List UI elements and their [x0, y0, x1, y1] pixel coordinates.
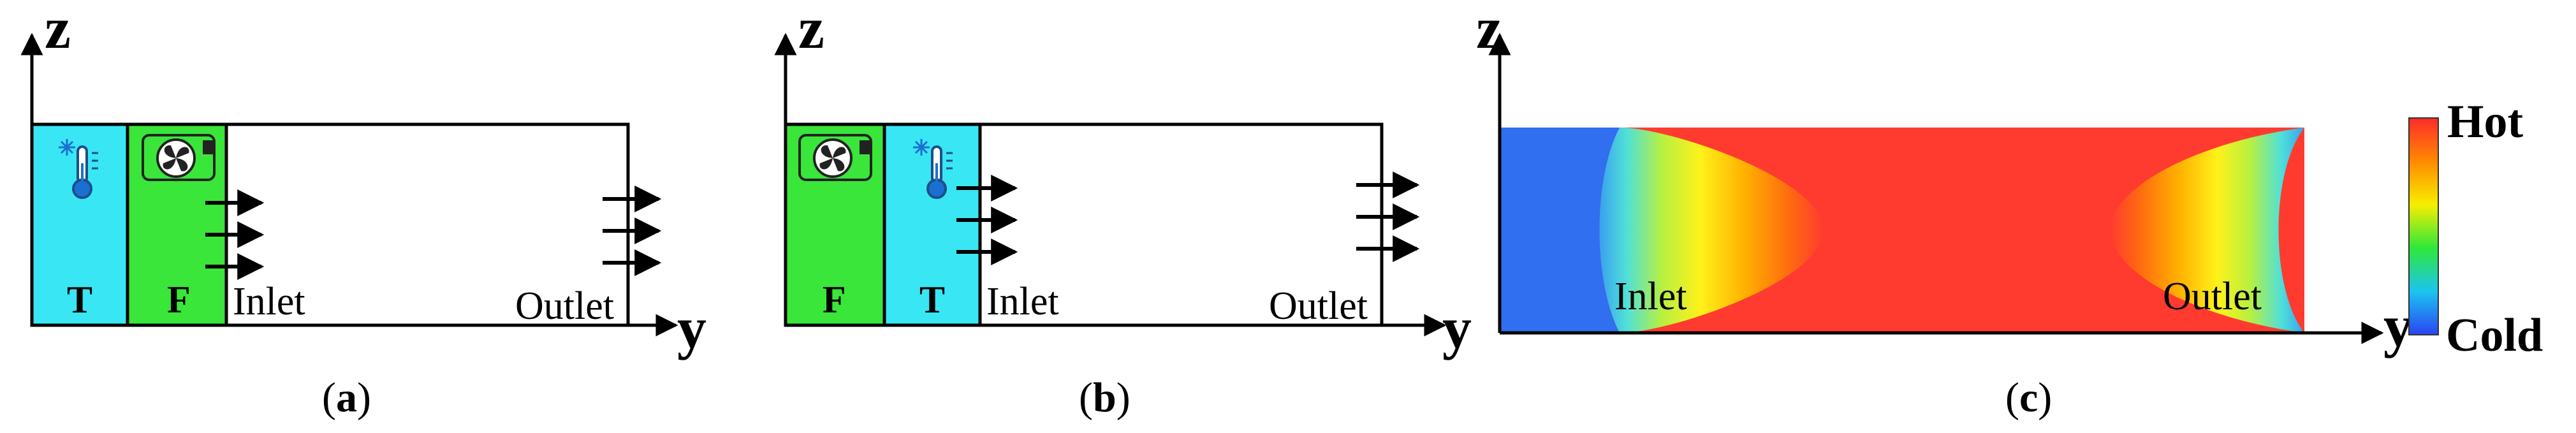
z-axis-label: z — [798, 0, 824, 61]
legend-cold-label: Cold — [2446, 309, 2543, 362]
outlet-label: Outlet — [1269, 284, 1368, 328]
thermal-box-label: T — [67, 279, 92, 321]
inlet-label: Inlet — [1614, 275, 1687, 318]
panel-caption: (c) — [2005, 374, 2052, 421]
duct-box — [978, 122, 1384, 327]
color-legend-bar — [2408, 117, 2439, 335]
y-axis-label: y — [1442, 295, 1472, 360]
caption-letter: c — [2019, 374, 2038, 421]
inlet-label: Inlet — [986, 280, 1059, 323]
cold-zone — [1500, 128, 1620, 333]
legend-hot-label: Hot — [2447, 96, 2524, 148]
panel-caption: (b) — [1079, 374, 1131, 421]
inlet-arrows — [205, 189, 265, 280]
inlet-gradient-zone — [1599, 128, 1824, 333]
inlet-arrows — [956, 175, 1018, 265]
y-axis-label: y — [2383, 293, 2413, 358]
duct-box — [224, 122, 630, 327]
panel-b: z y F T Inlet Outlet (b) — [774, 0, 1472, 421]
outlet-arrows — [603, 186, 662, 276]
panel-caption: (a) — [322, 374, 371, 421]
caption-letter: a — [336, 374, 357, 421]
y-axis-label: y — [677, 295, 706, 360]
panel-c: z y Inlet Outlet Hot Cold (c) — [1476, 0, 2543, 421]
outlet-gradient-zone — [2111, 128, 2304, 333]
panel-a: z y T F Inlet Outlet (a) — [20, 0, 706, 421]
fan-box-label: F — [167, 279, 191, 321]
z-axis-label: z — [1476, 0, 1502, 61]
caption-letter: b — [1093, 374, 1116, 421]
outlet-label: Outlet — [515, 284, 614, 328]
fan-box-label: F — [823, 279, 846, 321]
z-axis-label: z — [45, 0, 71, 61]
thermal-box-label: T — [919, 279, 945, 321]
outlet-arrows — [1356, 172, 1420, 262]
inlet-label: Inlet — [233, 280, 305, 323]
outlet-label: Outlet — [2163, 275, 2262, 318]
